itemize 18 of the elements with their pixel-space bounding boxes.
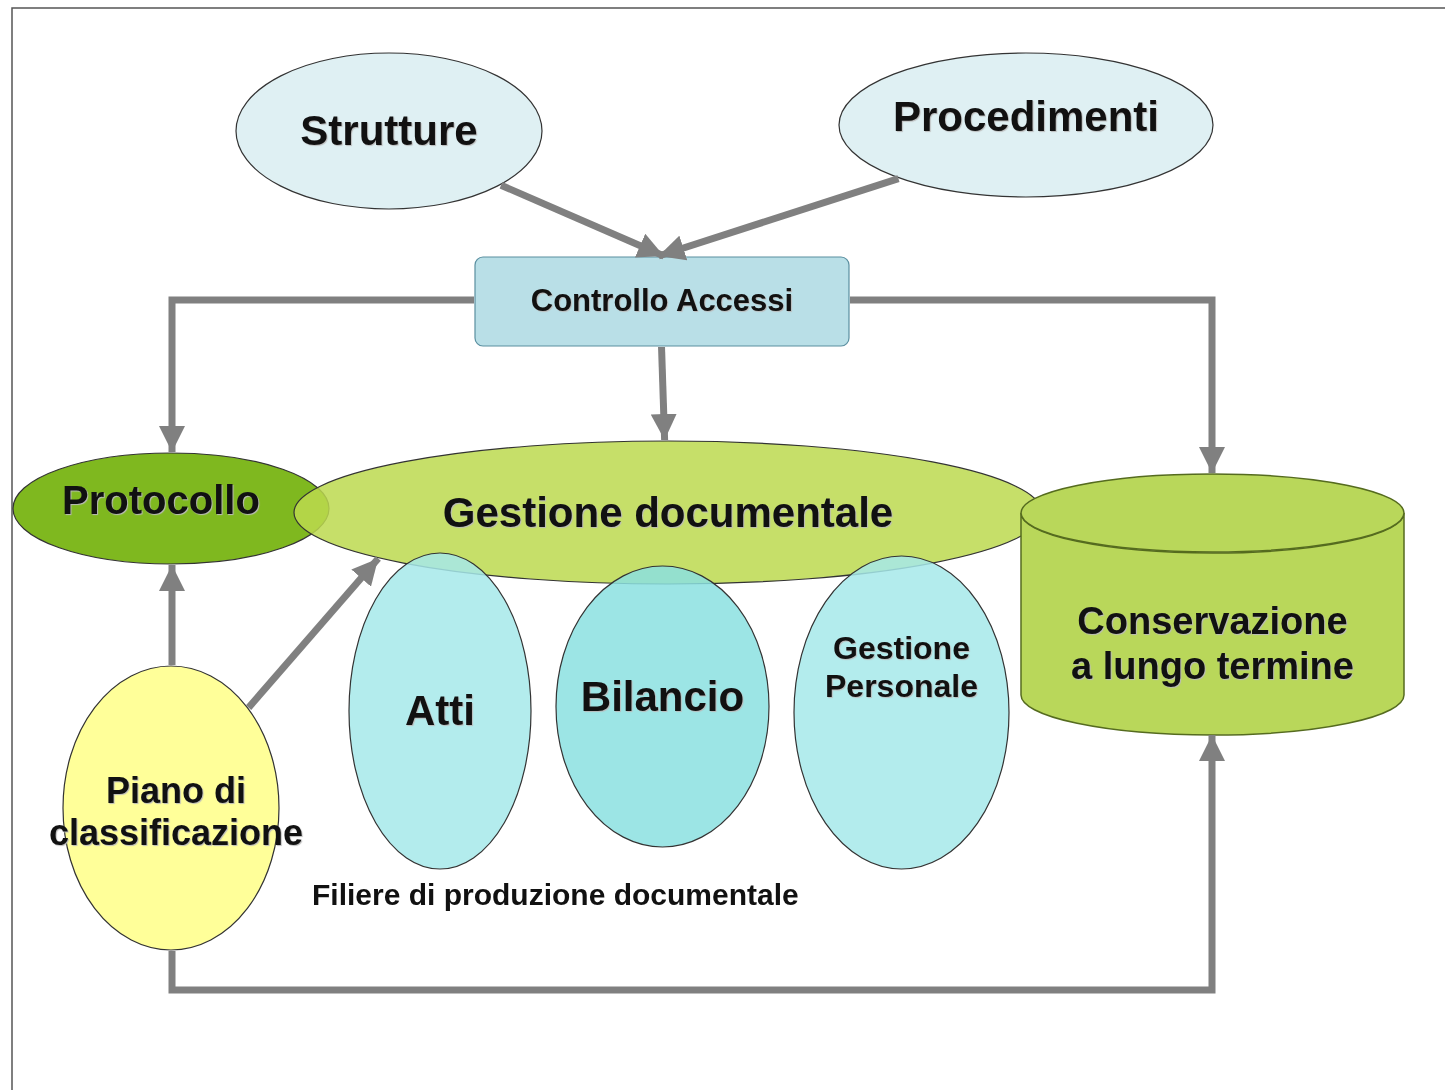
arrow [657,175,900,261]
node-label: Procedimenti [892,92,1160,142]
arrow [168,735,1225,994]
node-label: Atti [405,686,475,736]
node-label: Strutture [300,106,478,156]
arrow [159,296,474,452]
node-label: Gestione documentale [442,487,894,538]
caption-label: Filiere di produzione documentale [312,878,799,912]
arrow [850,296,1225,473]
arrow [245,556,381,710]
node-label: Controllo Accessi [530,283,794,320]
arrow [650,346,677,441]
node-label: Protocollo [62,476,260,524]
node-label: Gestione Personale [824,629,979,706]
arrow [159,565,185,665]
node-label: Bilancio [580,671,745,722]
arrow [499,182,666,260]
node-label: Conservazione a lungo termine [1070,599,1355,689]
